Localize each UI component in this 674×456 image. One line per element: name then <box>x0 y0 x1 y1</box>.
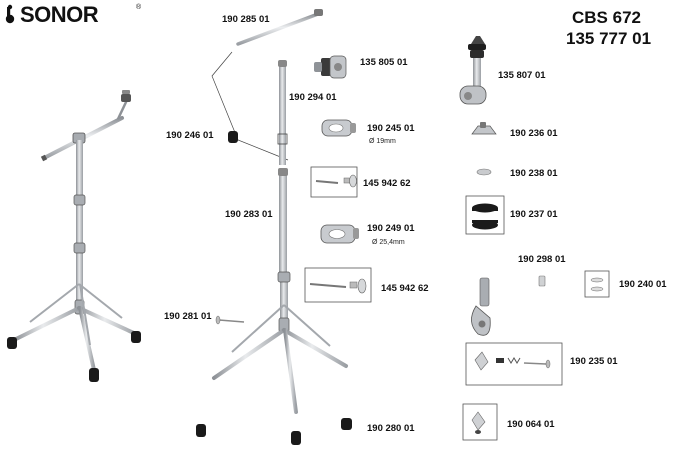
dimension-note: Ø 25,4mm <box>372 239 405 246</box>
part-label: 135 805 01 <box>360 57 408 68</box>
part-label: 190 235 01 <box>570 356 618 367</box>
part-label: 190 285 01 <box>222 14 270 25</box>
sonor-logo-icon <box>5 4 15 24</box>
cymbal-holder-parts-illustration <box>459 36 610 441</box>
part-label: 145 942 62 <box>363 178 411 189</box>
part-label: 190 246 01 <box>166 130 214 141</box>
part-label: 190 294 01 <box>289 92 337 103</box>
registered-mark: ® <box>136 4 142 11</box>
model-name: CBS 672 <box>572 8 641 27</box>
model-number: 135 777 01 <box>566 29 652 48</box>
part-label: 190 249 01 <box>367 223 415 234</box>
part-label: 145 942 62 <box>381 283 429 294</box>
part-label: 190 280 01 <box>367 423 415 434</box>
part-label: 190 236 01 <box>510 128 558 139</box>
part-label: 190 281 01 <box>164 311 212 322</box>
assembled-stand-illustration <box>7 90 141 382</box>
part-label: 190 298 01 <box>518 254 566 265</box>
part-label: 190 064 01 <box>507 419 555 430</box>
part-label: 190 238 01 <box>510 168 558 179</box>
part-label: 190 245 01 <box>367 123 415 134</box>
brand-logo-text: SONOR <box>20 2 99 27</box>
dimension-note: Ø 19mm <box>369 138 396 145</box>
part-label: 190 240 01 <box>619 279 667 290</box>
part-label: 190 237 01 <box>510 209 558 220</box>
part-label: 190 283 01 <box>225 209 273 220</box>
part-label: 135 807 01 <box>498 70 546 81</box>
exploded-parts-illustration <box>196 9 372 445</box>
